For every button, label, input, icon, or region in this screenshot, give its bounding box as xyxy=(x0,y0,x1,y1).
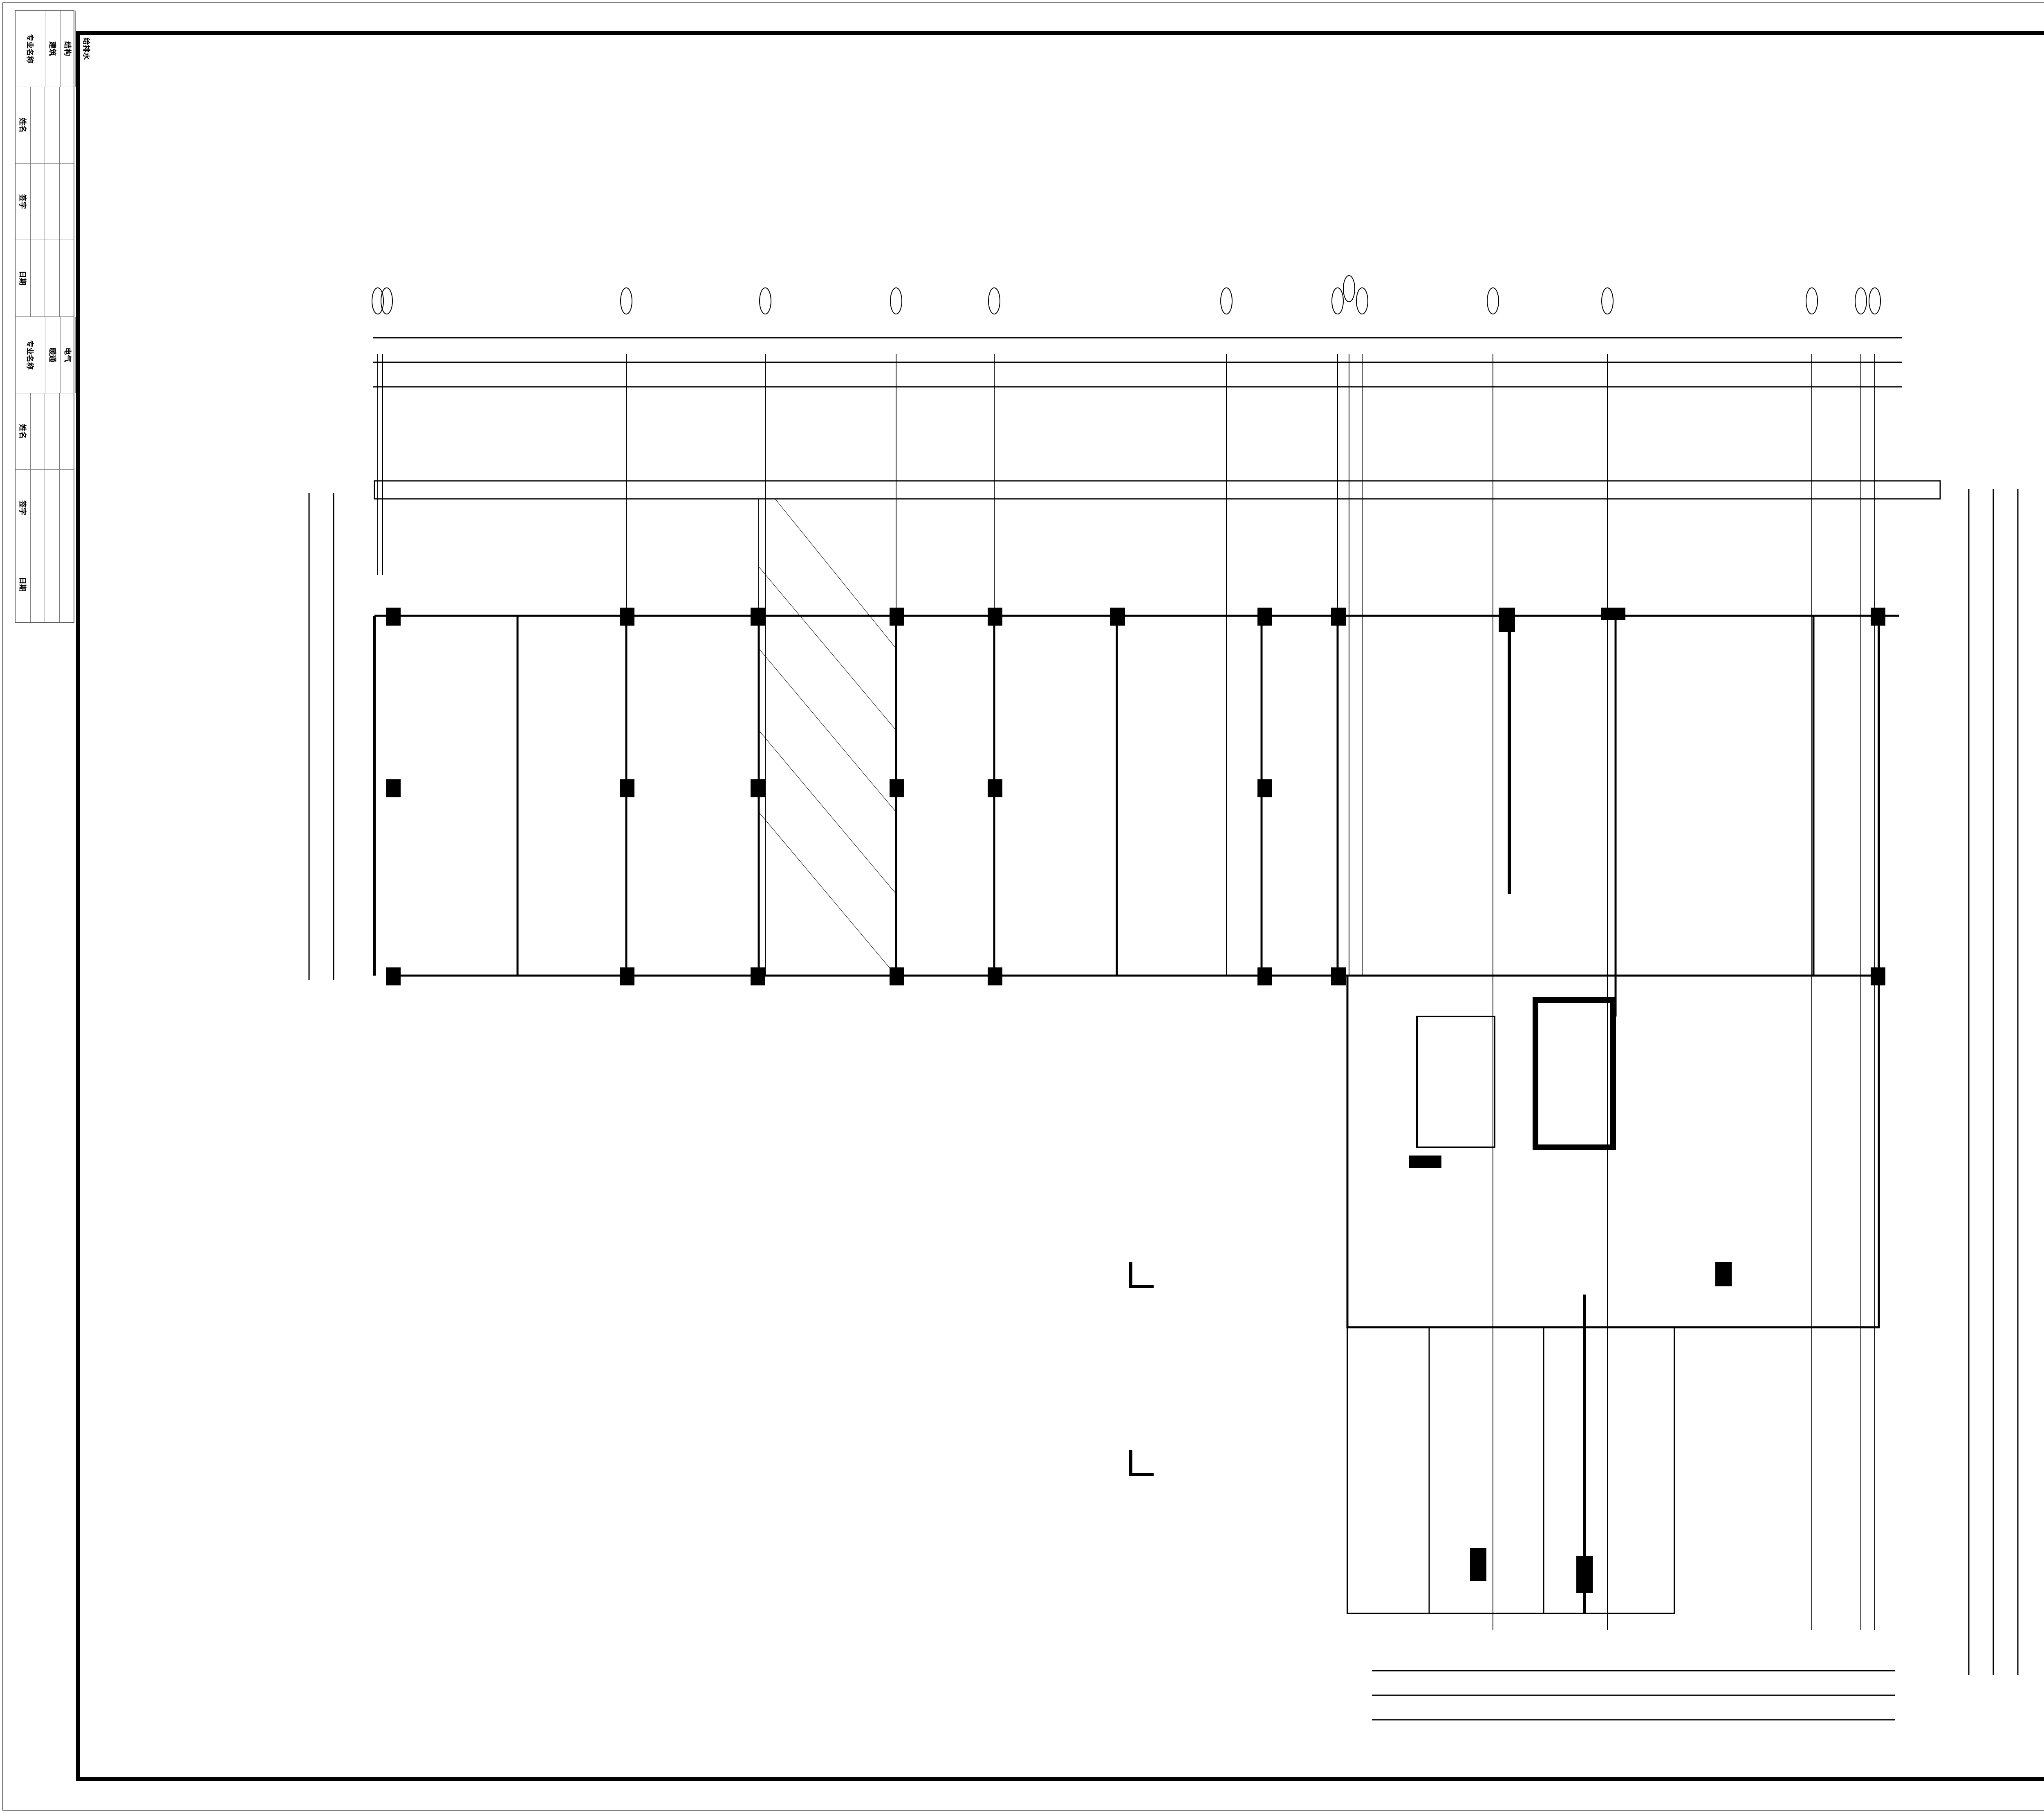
drawing-frame xyxy=(76,31,2044,1781)
cs-header: 签字 xyxy=(18,194,27,209)
cs-header: 签字 xyxy=(18,500,27,515)
floor-plan-drawing xyxy=(80,35,2044,1777)
cs-discipline: 暖通 xyxy=(48,347,56,362)
cs-header: 日期 xyxy=(18,271,27,286)
cs-header: 专业名称 xyxy=(25,34,34,64)
cs-discipline: 建筑 xyxy=(48,41,56,56)
cs-discipline: 结构 xyxy=(63,41,72,56)
countersign-table: 专业名称 建筑 结构 给排水 姓名 签字 日期 专业名称 暖通 电气 姓名 签字… xyxy=(15,10,90,623)
cs-header: 日期 xyxy=(18,577,27,592)
cs-discipline: 电气 xyxy=(63,347,72,362)
cs-header: 姓名 xyxy=(18,424,27,439)
floor-plan-svg xyxy=(308,275,2019,1721)
countersign-header-row: 专业名称 建筑 结构 给排水 xyxy=(16,11,90,88)
cs-header: 姓名 xyxy=(18,118,27,133)
cs-header: 专业名称 xyxy=(25,340,34,370)
